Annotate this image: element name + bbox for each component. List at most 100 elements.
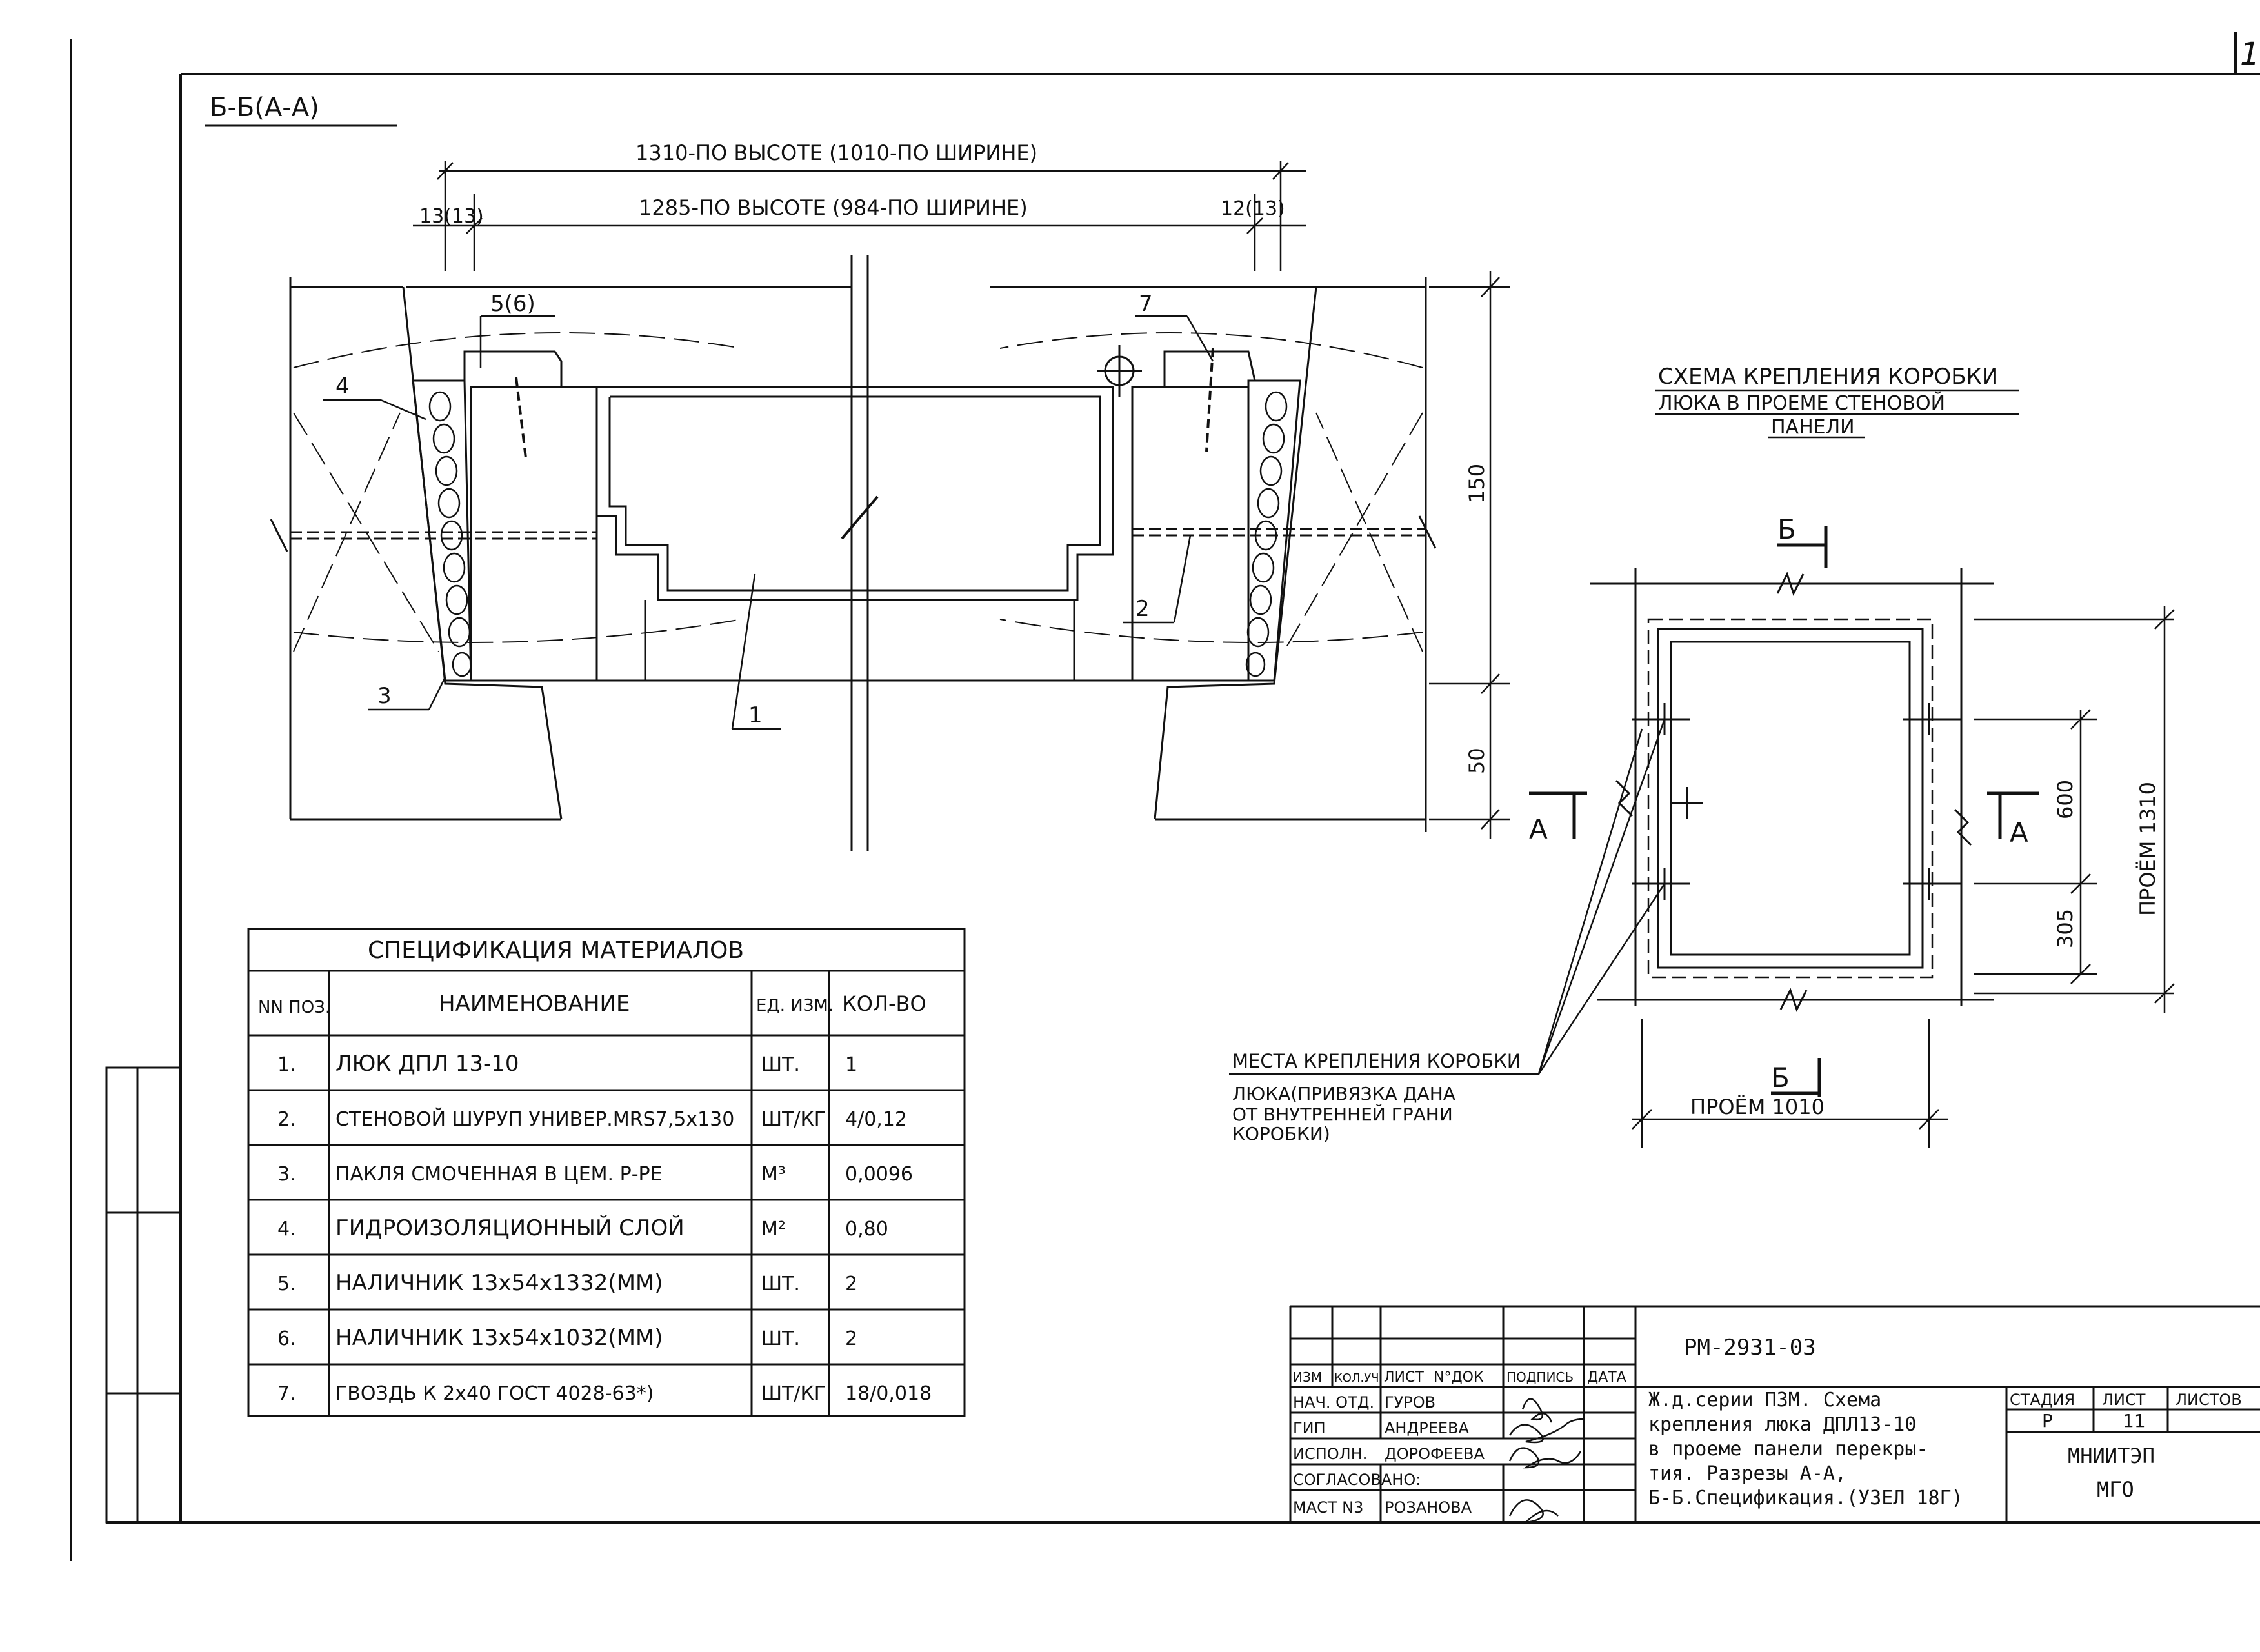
- scheme-title-line-2: ЛЮКА В ПРОЕМЕ СТЕНОВОЙ: [1658, 392, 1945, 415]
- spec-header-unit: ЕД. ИЗМ.: [756, 996, 834, 1015]
- spec-cell-qty: 2: [845, 1328, 857, 1350]
- scheme-title: СХЕМА КРЕПЛЕНИЯ КОРОБКИ ЛЮКА В ПРОЕМЕ СТ…: [1655, 364, 2019, 439]
- stamp-role: НАЧ. ОТД.: [1293, 1393, 1374, 1411]
- spec-header-qty: КОЛ-ВО: [842, 991, 926, 1016]
- spec-cell-name: НАЛИЧНИК 13х54х1332(ММ): [335, 1270, 663, 1296]
- spec-cell-qty: 18/0,018: [845, 1382, 932, 1405]
- sheets-header: ЛИСТОВ: [2175, 1391, 2242, 1409]
- stamp-description-line: тия. Разрезы А-А,: [1648, 1462, 1846, 1485]
- stamp-person: РОЗАНОВА: [1385, 1498, 1472, 1517]
- scheme-title-line-3: ПАНЕЛИ: [1771, 416, 1855, 439]
- dim-600: 600: [2053, 780, 2077, 819]
- sheet-corner-number: 1: [2240, 36, 2260, 72]
- spec-cell-pos: 7.: [277, 1382, 296, 1405]
- stage-value: Р: [2042, 1410, 2053, 1431]
- fastening-note-line-2: ЛЮКА(ПРИВЯЗКА ДАНА: [1232, 1083, 1455, 1104]
- spec-cell-qty: 0,80: [845, 1218, 888, 1240]
- stage-header: СТАДИЯ: [2010, 1391, 2075, 1409]
- spec-cell-name: ПАКЛЯ СМОЧЕННАЯ В ЦЕМ. Р-РЕ: [335, 1163, 663, 1186]
- fastening-note-line-1: МЕСТА КРЕПЛЕНИЯ КОРОБКИ: [1232, 1050, 1521, 1072]
- cut-b-top: Б: [1777, 513, 1796, 545]
- stamp-col-doc: N°ДОК: [1434, 1369, 1484, 1386]
- spec-cell-pos: 3.: [277, 1163, 296, 1186]
- vertical-dimensions: [1429, 271, 1510, 839]
- callout-2: 2: [1135, 596, 1150, 622]
- org-line-2: МГО: [2097, 1477, 2134, 1502]
- sheet-value: 11: [2123, 1410, 2146, 1431]
- cut-a-right: А: [2010, 817, 2028, 848]
- spec-header-name: НАИМЕНОВАНИЕ: [439, 991, 630, 1017]
- spec-cell-qty: 0,0096: [845, 1163, 913, 1186]
- spec-cell-pos: 4.: [277, 1218, 296, 1240]
- binding-strip: [105, 1066, 182, 1524]
- callout-leaders: [323, 315, 1214, 730]
- callout-1: 1: [748, 702, 763, 728]
- spec-cell-name: ГВОЗДЬ К 2х40 ГОСТ 4028-63*): [335, 1382, 654, 1405]
- callout-4: 4: [335, 373, 350, 399]
- dim-top-inner: 1285-ПО ВЫСОТЕ (984-ПО ШИРИНЕ): [639, 195, 1028, 220]
- signatures: [1508, 1398, 1585, 1524]
- stamp-role: ИСПОЛН.: [1293, 1445, 1367, 1463]
- spec-cell-pos: 1.: [277, 1053, 296, 1076]
- spec-header-pos: NN ПОЗ.: [258, 998, 330, 1017]
- stamp-stage: СТАДИЯ ЛИСТ ЛИСТОВ Р 11 МНИИТЭП МГО: [2010, 1391, 2242, 1502]
- fastening-note-line-3: ОТ ВНУТРЕННЕЙ ГРАНИ: [1232, 1103, 1453, 1125]
- spec-cell-unit: М³: [761, 1163, 786, 1186]
- stamp-col-sign: ПОДПИСЬ: [1506, 1369, 1574, 1385]
- stamp-col-headers: ИЗМ КОЛ.УЧ ЛИСТ N°ДОК ПОДПИСЬ ДАТА: [1293, 1369, 1626, 1386]
- dim-top-overall: 1310-ПО ВЫСОТЕ (1010-ПО ШИРИНЕ): [635, 141, 1037, 165]
- title-block: [1289, 1305, 2260, 1522]
- stamp-description-line: Ж.д.серии ПЗМ. Схема: [1648, 1389, 1881, 1411]
- spec-cell-unit: М²: [761, 1218, 786, 1240]
- spec-cell-name: СТЕНОВОЙ ШУРУП УНИВЕР.MRS7,5х130: [335, 1108, 734, 1131]
- scheme-title-line-1: СХЕМА КРЕПЛЕНИЯ КОРОБКИ: [1658, 364, 1998, 390]
- fastening-note-line-4: КОРОБКИ): [1232, 1123, 1330, 1144]
- spec-cell-pos: 6.: [277, 1328, 296, 1350]
- stamp-description-line: Б-Б.Спецификация.(УЗЕЛ 18Г): [1648, 1487, 1963, 1509]
- dim-right-small: 12(13): [1221, 197, 1285, 220]
- stamp-col-kol: КОЛ.УЧ: [1334, 1371, 1379, 1385]
- spec-cell-unit: ШТ/КГ: [761, 1382, 826, 1405]
- spec-cell-qty: 1: [845, 1053, 857, 1076]
- sheet-header: ЛИСТ: [2102, 1391, 2146, 1409]
- section-drawing: [270, 255, 1437, 851]
- stamp-description-line: в проеме панели перекры-: [1648, 1438, 1928, 1460]
- cut-a-left: А: [1529, 813, 1548, 845]
- dim-50: 50: [1465, 748, 1489, 774]
- org-line-1: МНИИТЭП: [2068, 1444, 2155, 1468]
- spec-cell-pos: 5.: [277, 1273, 296, 1295]
- spec-cell-unit: ШТ/КГ: [761, 1108, 826, 1131]
- spec-cell-qty: 4/0,12: [845, 1108, 907, 1131]
- spec-cell-unit: ШТ.: [761, 1328, 800, 1350]
- callout-3: 3: [377, 683, 392, 709]
- dim-left-small: 13(13): [419, 205, 484, 228]
- sheet-frame: [70, 32, 2260, 1561]
- stamp-col-izm: ИЗМ: [1293, 1369, 1322, 1385]
- spec-cell-pos: 2.: [277, 1108, 296, 1131]
- callout-5-6: 5(6): [490, 291, 535, 317]
- stamp-person: ГУРОВ: [1385, 1393, 1435, 1411]
- spec-cell-unit: ШТ.: [761, 1273, 800, 1295]
- stamp-col-list: ЛИСТ: [1384, 1369, 1424, 1386]
- spec-cell-name: ГИДРОИЗОЛЯЦИОННЫЙ СЛОЙ: [335, 1215, 685, 1241]
- dim-opening-width: ПРОЁМ 1010: [1690, 1095, 1825, 1119]
- callout-7: 7: [1139, 291, 1153, 317]
- spec-title: СПЕЦИФИКАЦИЯ МАТЕРИАЛОВ: [368, 937, 744, 964]
- scheme-dimensions: [1632, 606, 2175, 1148]
- spec-cell-unit: ШТ.: [761, 1053, 800, 1076]
- stamp-role: ГИП: [1293, 1419, 1326, 1437]
- dim-150: 150: [1465, 464, 1489, 503]
- spec-cell-name: ЛЮК ДПЛ 13-10: [335, 1051, 519, 1077]
- top-dimensions: [413, 161, 1306, 271]
- stamp-person: ДОРОФЕЕВА: [1385, 1445, 1485, 1463]
- stamp-person: АНДРЕЕВА: [1385, 1419, 1469, 1437]
- scheme-plan: [1529, 526, 2039, 1097]
- stamp-roles: НАЧ. ОТД. ГУРОВ ГИП АНДРЕЕВА ИСПОЛН. ДОРОФЕЕВ…: [1293, 1393, 1485, 1517]
- cut-b-bottom: Б: [1771, 1062, 1790, 1093]
- stamp-description-line: крепления люка ДПЛ13-10: [1648, 1413, 1916, 1436]
- fastening-note: МЕСТА КРЕПЛЕНИЯ КОРОБКИ ЛЮКА(ПРИВЯЗКА ДА…: [1229, 719, 1666, 1144]
- stamp-code: РМ-2931-03: [1684, 1335, 1816, 1360]
- stamp-col-date: ДАТА: [1587, 1369, 1626, 1386]
